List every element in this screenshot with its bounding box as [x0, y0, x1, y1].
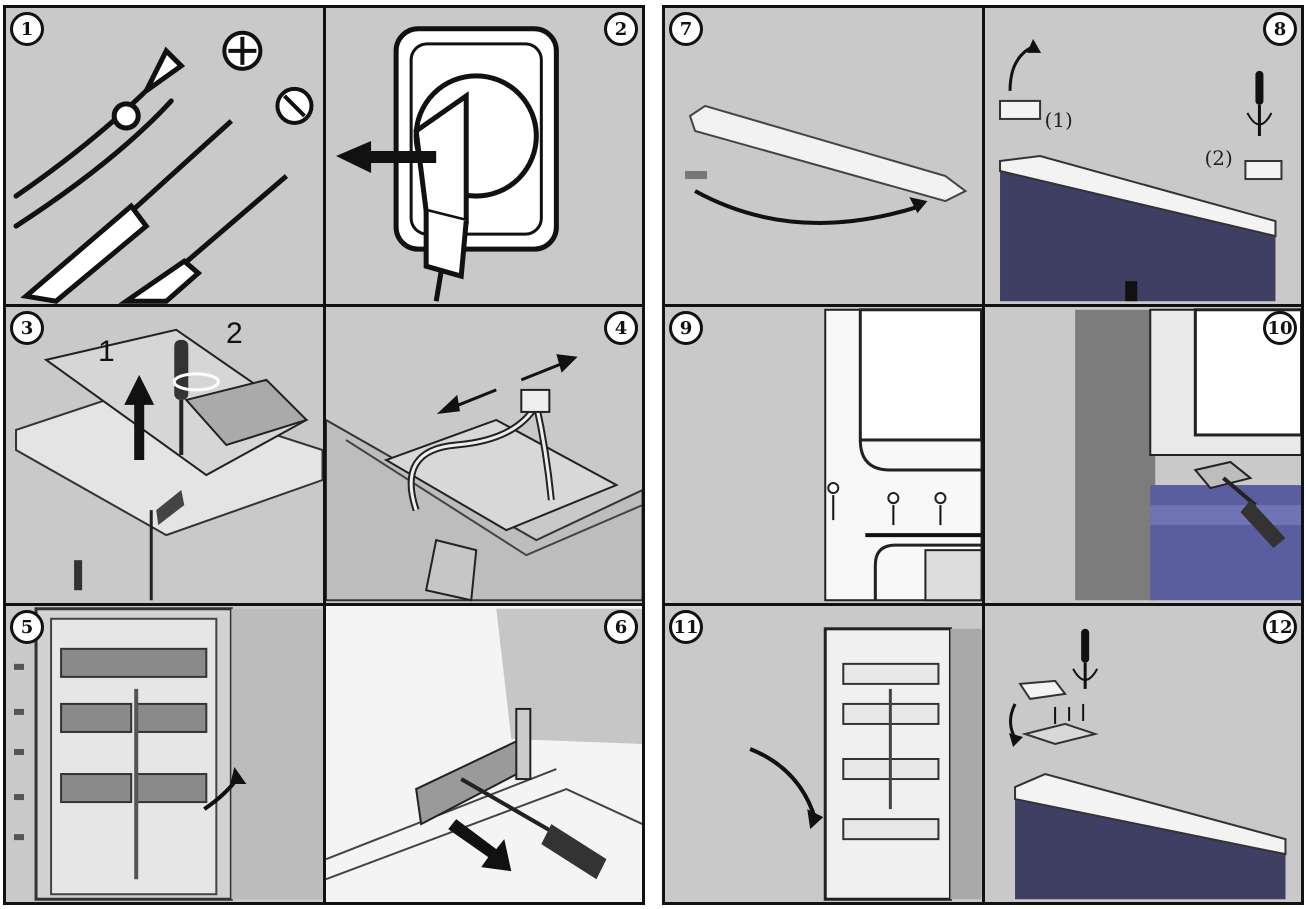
cover-2-icon	[1243, 160, 1282, 181]
hinge-pin-icon	[514, 707, 531, 781]
flathead-symbol-icon	[275, 86, 314, 125]
step-6-panel: 6	[325, 606, 642, 902]
step-12-panel: 12	[984, 606, 1301, 902]
door-top-icon	[999, 171, 1275, 302]
step-4-number: 4	[604, 311, 638, 345]
slide-arrows-icon	[436, 354, 578, 414]
step-5-panel: 5	[6, 606, 323, 902]
step-7-panel: 7	[665, 8, 982, 304]
pull-arrow-icon	[335, 140, 436, 174]
unplug-illustration	[335, 26, 559, 302]
step-7-number: 7	[669, 12, 703, 46]
step-2-panel: 2	[325, 8, 642, 304]
step-4-panel: 4	[325, 307, 642, 603]
screwdriver-icon	[459, 777, 606, 880]
step-1-number: 1	[10, 12, 44, 46]
hinge-cover-swap-illustration	[685, 104, 968, 225]
step-8-number: 8	[1263, 12, 1297, 46]
lift-arrow-icon	[124, 374, 155, 461]
step-3-label-2: 2	[226, 317, 243, 350]
step-3-panel: 3 1 2	[6, 307, 323, 603]
top-hinge-cover-illustration	[998, 38, 1282, 302]
step-8-label-1: (1)	[1044, 108, 1073, 132]
step-6-number: 6	[604, 610, 638, 644]
tools-illustration	[13, 30, 314, 304]
lower-hinge-illustration	[325, 608, 642, 881]
close-arrow-icon	[749, 747, 818, 820]
phillips-symbol-icon	[222, 30, 263, 71]
cover-1-icon	[998, 99, 1041, 120]
open-door-illustration	[14, 607, 323, 901]
step-5-number: 5	[10, 610, 44, 644]
cabinet-screws-illustration	[824, 308, 982, 602]
step-11-number: 11	[669, 610, 703, 644]
left-instruction-sheet: 1	[3, 5, 645, 905]
screwdriver-icon	[1221, 476, 1285, 549]
step-8-label-2: (2)	[1204, 146, 1233, 170]
screwdriver-icon	[1080, 628, 1089, 689]
step-2-number: 2	[604, 12, 638, 46]
refit-cover-illustration	[1008, 628, 1286, 900]
step-8-panel: 8 (1) (2)	[984, 8, 1301, 304]
pliers-icon	[13, 46, 186, 229]
step-1-panel: 1	[6, 8, 323, 304]
top-hinge-removal-illustration	[15, 328, 323, 601]
step-3-number: 3	[10, 311, 44, 345]
hinge-bracket-icon	[1193, 460, 1253, 490]
right-instruction-sheet: 7 8 (1) (2) 9	[662, 5, 1304, 905]
step-10-panel: 10	[984, 307, 1301, 603]
flat-screwdriver-icon	[118, 174, 289, 304]
step-9-number: 9	[669, 311, 703, 345]
remove-arrow-icon	[447, 819, 511, 872]
screw-icon	[827, 482, 947, 505]
refit-hinge-illustration	[1074, 308, 1301, 601]
hinge-cable-illustration	[325, 354, 642, 602]
step-3-label-1: 1	[98, 335, 115, 368]
step-11-panel: 11	[665, 606, 982, 902]
door-shelves-icon	[60, 647, 208, 804]
side-panel-icon	[1074, 309, 1155, 601]
rehang-door-illustration	[749, 627, 982, 901]
hinge-cover-icon	[1017, 679, 1067, 700]
step-10-number: 10	[1263, 311, 1297, 345]
phillips-screwdriver-icon	[20, 119, 234, 304]
hinge-bracket-icon	[1020, 722, 1099, 746]
top-cover-strip-icon	[688, 104, 968, 203]
screwdriver-icon	[1254, 70, 1263, 136]
step-9-panel: 9	[665, 307, 982, 603]
move-arrow-icon	[694, 189, 922, 225]
step-12-number: 12	[1263, 610, 1297, 644]
plug-icon	[412, 91, 469, 302]
